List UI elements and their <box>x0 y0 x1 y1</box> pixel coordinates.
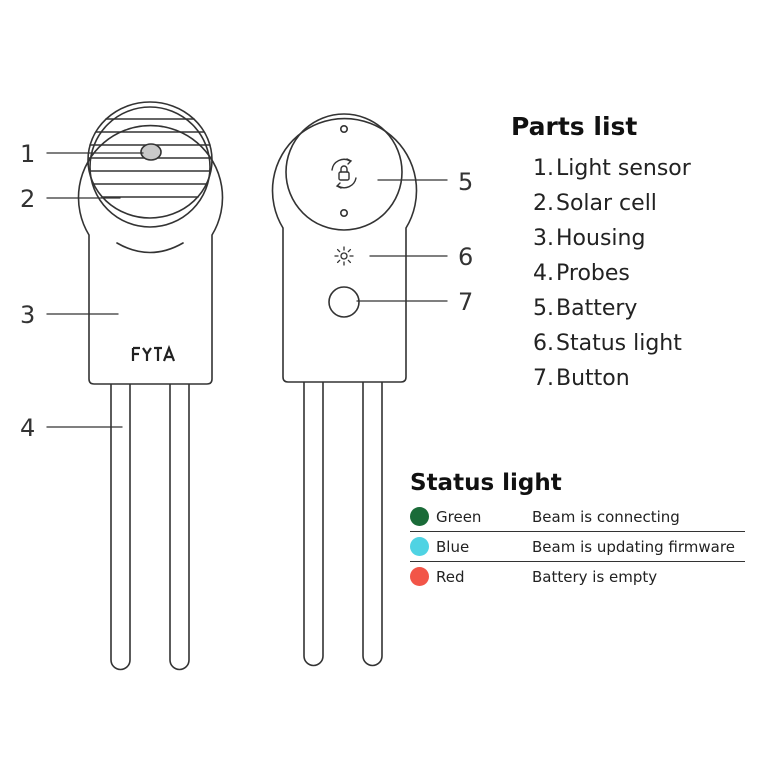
part-label: Housing <box>556 226 646 251</box>
callout-6: 6 <box>458 243 473 271</box>
front-housing-curve <box>116 242 184 254</box>
part-number: 3. <box>533 226 554 251</box>
part-label: Status light <box>556 331 682 356</box>
status-color-name: Red <box>436 567 465 586</box>
status-row-blue: Blue Beam is updating firmware <box>410 532 745 562</box>
front-ring <box>89 106 211 228</box>
status-row-red: Red Battery is empty <box>410 562 745 591</box>
parts-list: 1.Light sensor 2.Solar cell 3.Housing 4.… <box>511 151 761 396</box>
brand-logo <box>131 344 176 362</box>
battery-cover <box>285 113 403 231</box>
part-number: 5. <box>533 296 554 321</box>
part-label: Probes <box>556 261 630 286</box>
parts-list-item: 4.Probes <box>511 256 761 291</box>
status-dot-red <box>410 567 429 586</box>
status-color-name: Green <box>436 507 482 526</box>
part-number: 7. <box>533 366 554 391</box>
callout-numbers: 1 2 3 4 5 6 7 <box>20 140 473 442</box>
parts-list-panel: Parts list 1.Light sensor 2.Solar cell 3… <box>511 112 761 396</box>
back-view <box>271 113 418 667</box>
status-dot-blue <box>410 537 429 556</box>
callout-1: 1 <box>20 140 35 168</box>
light-sensor <box>140 143 162 161</box>
status-description: Beam is updating firmware <box>532 537 735 556</box>
callout-5: 5 <box>458 168 473 196</box>
status-light-panel: Status light Green Beam is connecting Bl… <box>410 470 745 591</box>
callout-2: 2 <box>20 185 35 213</box>
device-button <box>328 286 360 318</box>
callout-4: 4 <box>20 414 35 442</box>
callout-7: 7 <box>458 288 473 316</box>
part-number: 4. <box>533 261 554 286</box>
callout-3: 3 <box>20 301 35 329</box>
part-label: Button <box>556 366 630 391</box>
battery-cover-dot-top <box>339 125 348 134</box>
part-number: 2. <box>533 191 554 216</box>
part-number: 1. <box>533 156 554 181</box>
parts-list-title: Parts list <box>511 112 638 141</box>
part-number: 6. <box>533 331 554 356</box>
status-color-name: Blue <box>436 537 470 556</box>
lock-rotate-icon <box>331 158 357 189</box>
status-description: Battery is empty <box>532 567 658 586</box>
part-label: Solar cell <box>556 191 657 216</box>
front-housing <box>77 124 224 385</box>
parts-list-item: 2.Solar cell <box>511 186 761 221</box>
parts-list-item: 3.Housing <box>511 221 761 256</box>
status-light-icon <box>334 246 354 266</box>
battery-cover-dot-bottom <box>339 209 348 218</box>
parts-list-item: 1.Light sensor <box>511 151 761 186</box>
status-light-title: Status light <box>410 470 562 496</box>
parts-list-item: 6.Status light <box>511 326 761 361</box>
part-label: Light sensor <box>556 156 691 181</box>
back-probes <box>303 379 383 667</box>
leader-lines <box>46 152 448 428</box>
status-description: Beam is connecting <box>532 507 680 526</box>
front-view <box>77 101 224 671</box>
status-row-green: Green Beam is connecting <box>410 502 745 532</box>
status-dot-green <box>410 507 429 526</box>
front-probes <box>110 383 190 671</box>
parts-list-item: 5.Battery <box>511 291 761 326</box>
parts-list-item: 7.Button <box>511 361 761 396</box>
part-label: Battery <box>556 296 638 321</box>
